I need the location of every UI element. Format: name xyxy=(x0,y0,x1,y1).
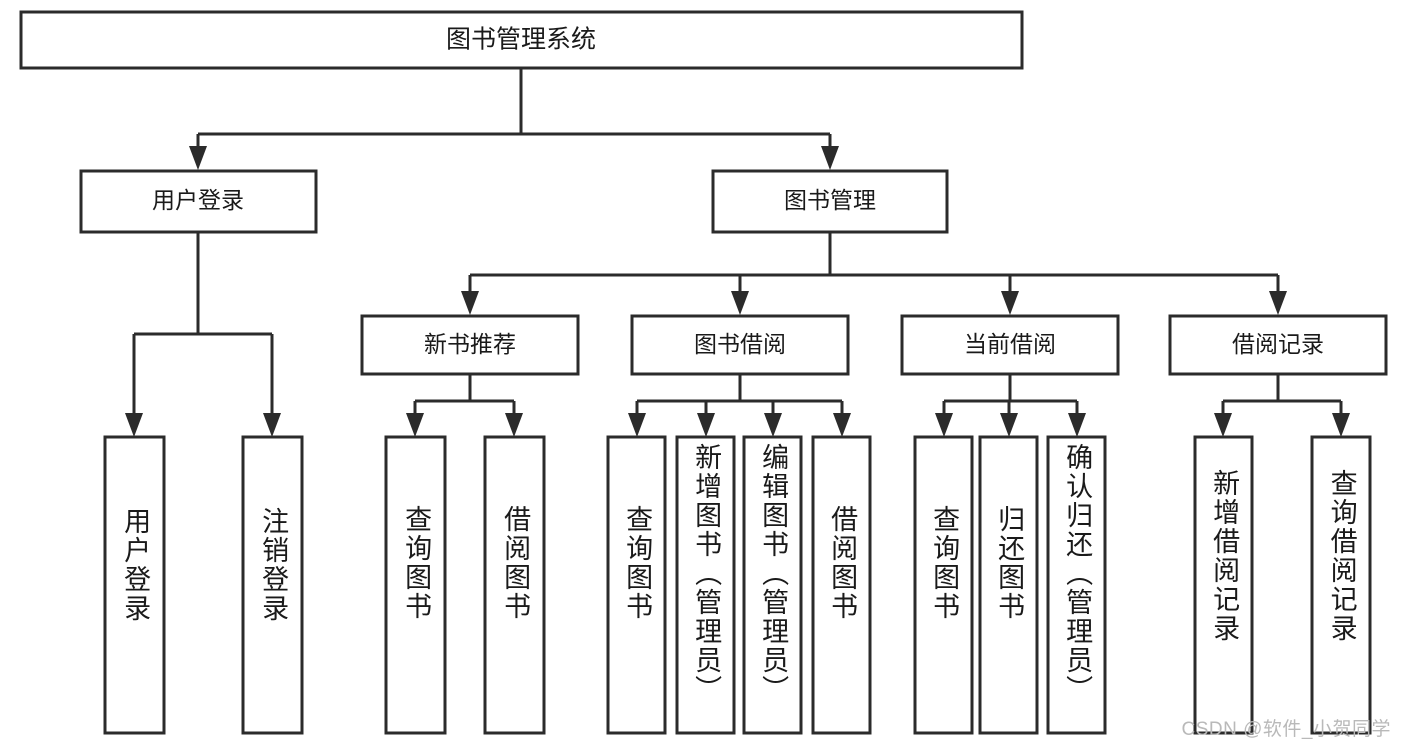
arrow-head-nb-leaf2 xyxy=(505,413,523,437)
leaf-box-bb-query-book[interactable] xyxy=(606,435,667,735)
node-book-borrow-box[interactable] xyxy=(630,314,850,376)
leaf-box-cb-return-book[interactable] xyxy=(978,435,1039,735)
node-user-login-box[interactable] xyxy=(79,169,318,234)
arrow-head-book-mgmt xyxy=(821,146,839,170)
connector-group-current-borrow xyxy=(935,374,1086,437)
arrow-head-bb-leaf3 xyxy=(764,413,782,437)
node-borrow-record-box[interactable] xyxy=(1168,314,1388,376)
node-root-box[interactable] xyxy=(19,10,1024,70)
leaf-box-cb-confirm-return[interactable] xyxy=(1046,435,1107,735)
node-new-book-recommend-label: 新书推荐 xyxy=(424,331,516,357)
connector-group-new-book xyxy=(406,374,523,437)
arrow-head-new-book xyxy=(461,291,479,315)
node-root-label: 图书管理系统 xyxy=(446,26,596,54)
arrow-head-book-borrow xyxy=(731,291,749,315)
arrow-head-br-leaf2 xyxy=(1332,413,1350,437)
arrow-head-cb-leaf3 xyxy=(1068,413,1086,437)
node-user-login[interactable]: 用户登录 xyxy=(79,169,318,234)
arrow-head-cb-leaf1 xyxy=(935,413,953,437)
node-book-management[interactable]: 图书管理 xyxy=(711,169,949,234)
connector-group-book-borrow xyxy=(628,374,851,437)
node-book-borrow[interactable]: 图书借阅 xyxy=(630,314,850,376)
arrow-head-user-login xyxy=(189,146,207,170)
arrow-head-leaf-user-login xyxy=(125,413,143,437)
connector-group-borrow-record xyxy=(1214,374,1350,437)
arrow-head-leaf-logout xyxy=(263,413,281,437)
node-book-management-box[interactable] xyxy=(711,169,949,234)
connector-group-book-mgmt xyxy=(461,232,1287,315)
arrow-head-current-borrow xyxy=(1001,291,1019,315)
arrow-head-br-leaf1 xyxy=(1214,413,1232,437)
node-current-borrow-label: 当前借阅 xyxy=(964,331,1056,357)
node-root[interactable]: 图书管理系统 xyxy=(19,10,1024,70)
leaf-box-nb-borrow-book[interactable] xyxy=(483,435,546,735)
leaf-box-br-query-record[interactable] xyxy=(1310,435,1372,735)
connector-group-root xyxy=(189,68,839,170)
node-book-borrow-label: 图书借阅 xyxy=(694,331,786,357)
leaf-box-cb-query-book[interactable] xyxy=(913,435,974,735)
arrow-head-borrow-record xyxy=(1269,291,1287,315)
node-borrow-record-label: 借阅记录 xyxy=(1232,331,1324,357)
arrow-head-bb-leaf4 xyxy=(833,413,851,437)
watermark-label: CSDN @软件_小贺同学 xyxy=(1181,719,1391,740)
node-new-book-recommend-box[interactable] xyxy=(360,314,580,376)
leaf-box-bb-edit-book[interactable] xyxy=(742,435,803,735)
leaf-box-bb-add-book[interactable] xyxy=(675,435,736,735)
node-borrow-record[interactable]: 借阅记录 xyxy=(1168,314,1388,376)
leaf-box-br-add-record[interactable] xyxy=(1193,435,1254,735)
leaf-box-bb-borrow-book[interactable] xyxy=(811,435,872,735)
leaf-box-logout[interactable] xyxy=(241,435,304,735)
arrow-head-bb-leaf2 xyxy=(697,413,715,437)
node-current-borrow[interactable]: 当前借阅 xyxy=(900,314,1120,376)
node-user-login-label: 用户登录 xyxy=(152,187,244,213)
leaf-box-nb-query-book[interactable] xyxy=(384,435,447,735)
leaf-box-user-login[interactable] xyxy=(103,435,166,735)
arrow-head-bb-leaf1 xyxy=(628,413,646,437)
node-current-borrow-box[interactable] xyxy=(900,314,1120,376)
arrow-head-nb-leaf1 xyxy=(406,413,424,437)
node-new-book-recommend[interactable]: 新书推荐 xyxy=(360,314,580,376)
node-book-management-label: 图书管理 xyxy=(784,187,876,213)
arrow-head-cb-leaf2 xyxy=(1000,413,1018,437)
connector-group-user-login xyxy=(125,232,281,437)
